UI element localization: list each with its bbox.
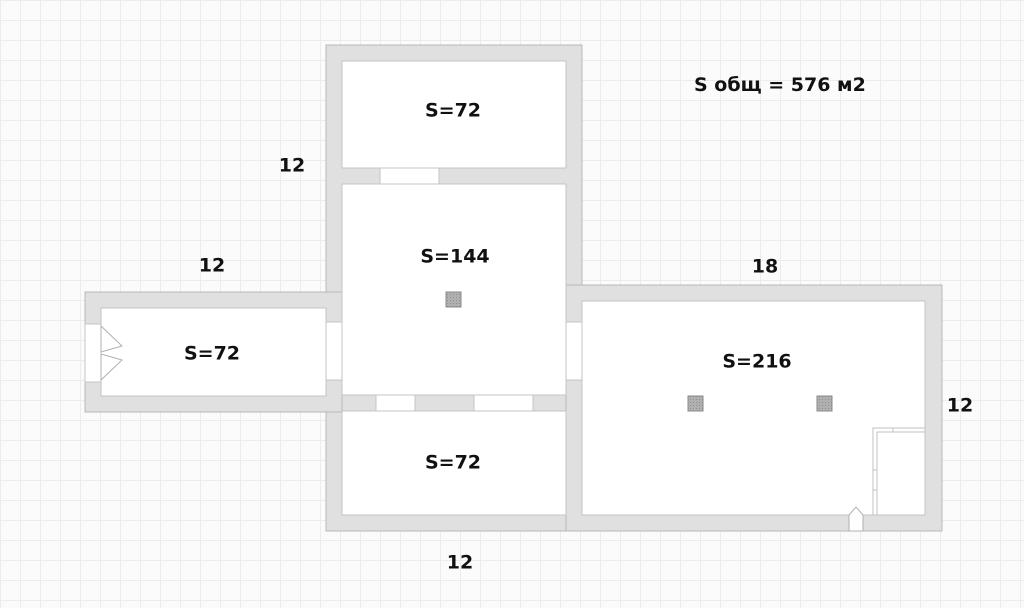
room-area-label-right: S=216 — [722, 350, 792, 373]
room-area-label-left: S=72 — [183, 342, 241, 365]
door-leaf-lower — [100, 353, 123, 382]
room-area-label-top: S=72 — [424, 99, 482, 122]
room-top — [341, 60, 567, 169]
dimension-label-left-width: 12 — [198, 254, 226, 277]
dimension-label-bottom-width: 12 — [446, 551, 474, 574]
door-leaf-upper — [100, 324, 123, 353]
room-right — [581, 300, 926, 516]
room-area-label-center: S=144 — [420, 245, 490, 268]
partition-right-room — [872, 427, 925, 515]
partition-line-inner — [876, 431, 925, 515]
room-interiors — [100, 60, 926, 516]
room-bottom — [341, 410, 567, 516]
columns — [445, 291, 833, 412]
dimension-label-right-height: 12 — [946, 394, 974, 417]
partition-line-outer — [872, 427, 925, 515]
room-area-label-bottom: S=72 — [424, 451, 482, 474]
doorway-center-bottom-2 — [473, 394, 534, 412]
small-door-bottom-right — [848, 506, 864, 532]
total-area-label: S общ = 576 м2 — [694, 74, 866, 96]
door-openings — [84, 167, 583, 412]
column-right-2 — [816, 395, 833, 412]
doorway-top-center — [379, 167, 440, 185]
column-right-1 — [687, 395, 704, 412]
doorway-center-bottom-1 — [375, 394, 416, 412]
entrance-door — [100, 324, 123, 382]
room-left — [100, 307, 327, 397]
room-center — [341, 183, 567, 396]
doorway-left-center — [325, 321, 343, 381]
small-door-leaf — [848, 506, 864, 532]
entrance-opening-left — [84, 323, 102, 383]
dimension-label-center-height: 12 — [278, 154, 306, 177]
dimension-label-right-width: 18 — [751, 255, 779, 278]
column-center — [445, 291, 462, 308]
doorway-center-right — [565, 321, 583, 381]
